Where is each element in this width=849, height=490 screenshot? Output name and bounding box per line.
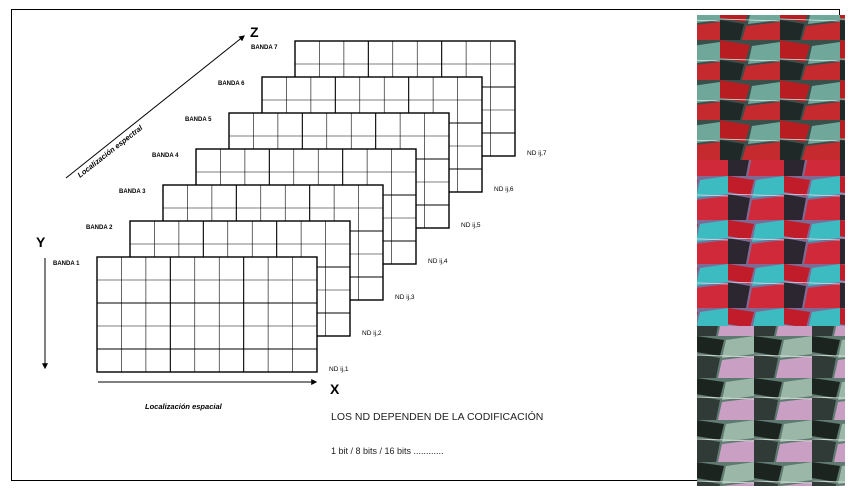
x-axis-label: X (330, 381, 340, 397)
spatial-location-x-label: Localización espacial (145, 402, 223, 411)
encoding-note: LOS ND DEPENDEN DE LA CODIFICACIÓN (331, 410, 543, 423)
band-label-1: BANDA 1 (53, 261, 80, 267)
satellite-image-bottom (697, 326, 845, 486)
nd-label-6: ND ij,6 (494, 186, 514, 193)
satellite-image-middle (697, 160, 845, 326)
band-label-2: BANDA 2 (86, 225, 113, 231)
band-grid-1: BANDA 1 ND ij,1 (53, 257, 349, 373)
nd-label-7: ND ij,7 (527, 150, 547, 157)
satellite-image-strip (697, 15, 845, 486)
band-label-3: BANDA 3 (119, 189, 146, 195)
nd-label-5: ND ij,5 (461, 222, 481, 229)
band-label-5: BANDA 5 (185, 117, 212, 123)
band-label-6: BANDA 6 (218, 81, 245, 87)
satellite-image-top (697, 15, 845, 160)
y-axis-label: Y (36, 234, 46, 250)
spectral-location-label: Localización espectral (76, 123, 145, 180)
nd-label-1: ND ij,1 (329, 366, 349, 373)
nd-label-4: ND ij,4 (428, 258, 448, 265)
nd-label-2: ND ij,2 (362, 330, 382, 337)
bit-depth-note: 1 bit / 8 bits / 16 bits ............ (331, 446, 444, 456)
band-label-4: BANDA 4 (152, 153, 179, 159)
z-axis-label: Z (250, 24, 259, 40)
band-label-7: BANDA 7 (251, 45, 278, 51)
nd-label-3: ND ij,3 (395, 294, 415, 301)
